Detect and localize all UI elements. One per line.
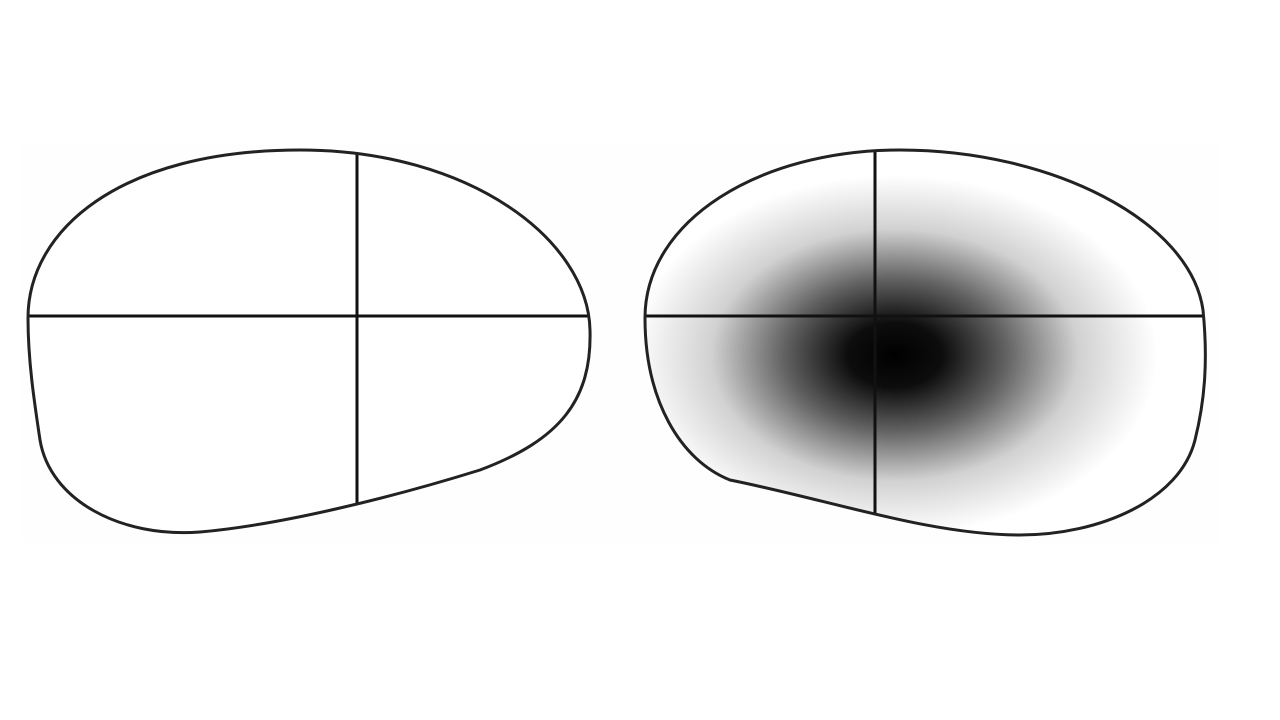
left-lens — [26, 148, 592, 535]
left-lens-fill — [28, 150, 591, 533]
right-lens-outline — [643, 148, 1207, 537]
left-lens-outline — [26, 148, 592, 535]
right-lens — [643, 148, 1207, 537]
right-lens-shading — [645, 150, 1206, 535]
